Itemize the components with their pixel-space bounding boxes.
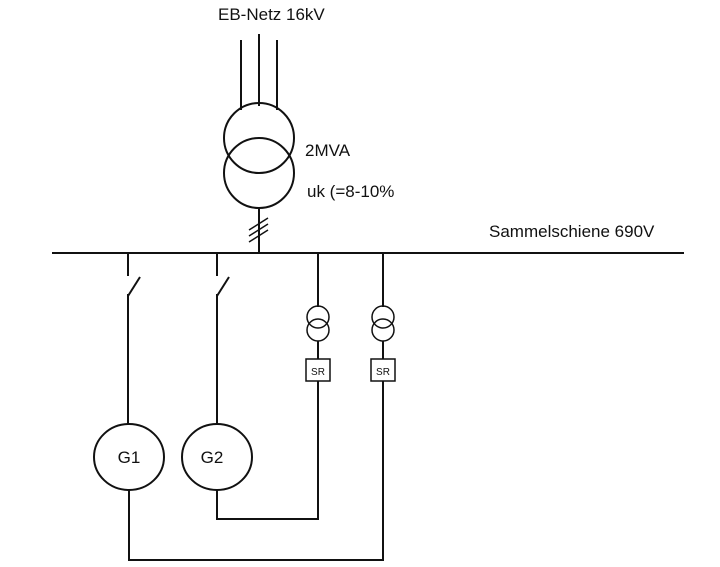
incoming-three-phase-lines (240, 34, 278, 110)
main-transformer-icon (223, 102, 295, 209)
generator-g2-label: G2 (201, 448, 224, 467)
feeder-g1: G1 (93, 253, 383, 561)
small-transformer-icon (306, 305, 330, 342)
converter-branch-1: SR (305, 253, 331, 520)
winding (306, 318, 330, 342)
busbar-label: Sammelschiene 690V (489, 222, 655, 241)
transformer-rating: 2MVA (305, 141, 351, 160)
converter-branch-2: SR (370, 253, 396, 561)
small-transformer-icon (371, 305, 395, 342)
phase-tick (248, 229, 269, 243)
three-phase-marker-icon (248, 217, 269, 243)
generator-g1-label: G1 (118, 448, 141, 467)
switch-icon (127, 276, 141, 297)
winding (371, 318, 395, 342)
grid-label: EB-Netz 16kV (218, 5, 325, 24)
transformer-impedance: uk (=8-10% (307, 182, 394, 201)
switch-icon (216, 276, 230, 297)
phase-tick (248, 223, 269, 237)
feeder-g2: G2 (181, 253, 318, 520)
phase-tick (248, 217, 269, 231)
transformer-primary-winding (223, 102, 295, 174)
converter-label: SR (311, 367, 325, 378)
winding (306, 305, 330, 329)
winding (371, 305, 395, 329)
converter-label: SR (376, 367, 390, 378)
